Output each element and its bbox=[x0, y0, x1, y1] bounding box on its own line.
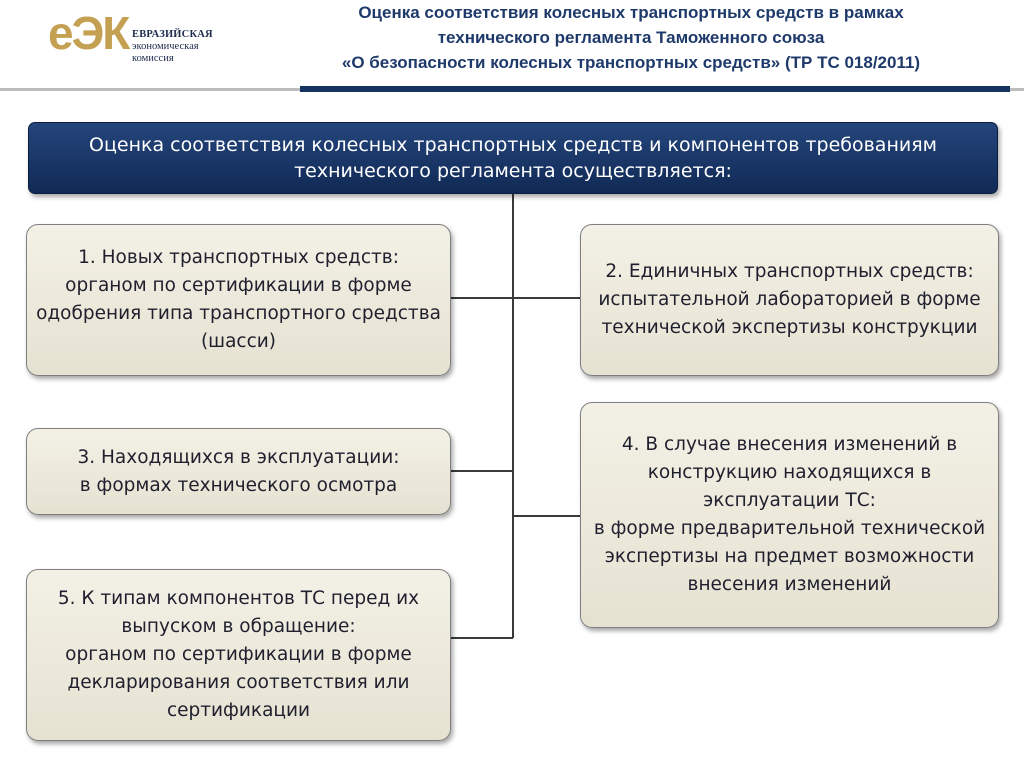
title-line-3: «О безопасности колесных транспортных ср… bbox=[341, 53, 921, 72]
item-text-5: 5. К типам компонентов ТС перед их выпус… bbox=[57, 588, 420, 721]
item-box-5: 5. К типам компонентов ТС перед их выпус… bbox=[26, 569, 451, 741]
eec-logo: еЭК ЕВРАЗИЙСКАЯ экономическая комиссия bbox=[48, 10, 228, 70]
item-text-3: 3. Находящихся в эксплуатации: в формах … bbox=[77, 446, 400, 496]
item-box-1: 1. Новых транспортных средств: органом п… bbox=[26, 224, 451, 376]
logo-mark: еЭК bbox=[48, 7, 130, 59]
logo-line-2: экономическая bbox=[132, 41, 199, 52]
item-text-4: 4. В случае внесения изменений в констру… bbox=[593, 434, 986, 595]
logo-line-1: ЕВРАЗИЙСКАЯ bbox=[132, 29, 213, 40]
item-text-2: 2. Единичных транспортных средств: испыт… bbox=[598, 261, 981, 338]
title-line-1: Оценка соответствия колесных транспортны… bbox=[358, 3, 904, 22]
item-text-1: 1. Новых транспортных средств: органом п… bbox=[36, 247, 441, 352]
top-summary-text: Оценка соответствия колесных транспортны… bbox=[89, 134, 937, 182]
title-line-2: технического регламента Таможенного союз… bbox=[437, 28, 825, 47]
logo-line-3: комиссия bbox=[132, 53, 174, 64]
header-divider-navy bbox=[300, 86, 1010, 92]
item-box-4: 4. В случае внесения изменений в констру… bbox=[580, 402, 999, 628]
page-title: Оценка соответствия колесных транспортны… bbox=[246, 0, 1016, 75]
item-box-2: 2. Единичных транспортных средств: испыт… bbox=[580, 224, 999, 376]
slide-header: еЭК ЕВРАЗИЙСКАЯ экономическая комиссия О… bbox=[0, 0, 1024, 86]
logo-text: ЕВРАЗИЙСКАЯ экономическая комиссия bbox=[132, 29, 242, 65]
item-box-3: 3. Находящихся в эксплуатации: в формах … bbox=[26, 428, 451, 515]
top-summary-box: Оценка соответствия колесных транспортны… bbox=[28, 122, 998, 194]
